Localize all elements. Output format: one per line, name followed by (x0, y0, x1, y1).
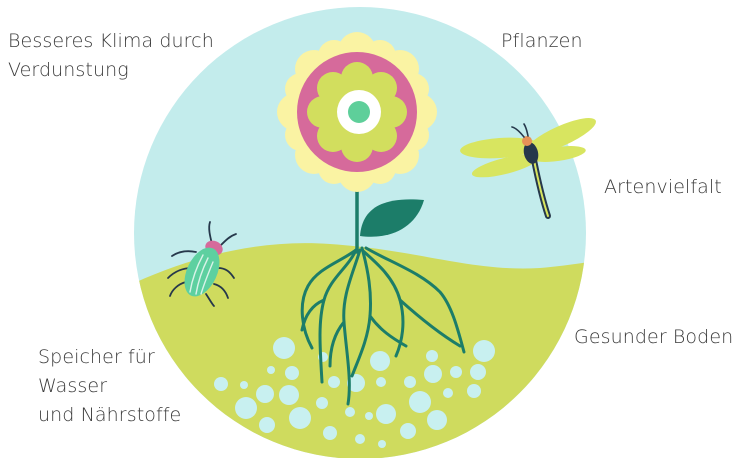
label-artenvielfalt: Artenvielfalt (604, 173, 722, 202)
label-speicher-line2: Wasser (38, 372, 181, 401)
label-klima-line1: Besseres Klima durch (8, 27, 214, 56)
flower-icon (277, 32, 437, 192)
label-gesunder-boden: Gesunder Boden (574, 323, 733, 352)
label-speicher-line1: Speicher für (38, 343, 181, 372)
label-pflanzen: Pflanzen (501, 27, 583, 56)
label-speicher-line3: und Nährstoffe (38, 401, 181, 430)
soil-ground (100, 243, 650, 458)
label-speicher: Speicher für Wasser und Nährstoffe (38, 343, 181, 430)
label-klima: Besseres Klima durch Verdunstung (8, 27, 214, 85)
label-klima-line2: Verdunstung (8, 56, 214, 85)
